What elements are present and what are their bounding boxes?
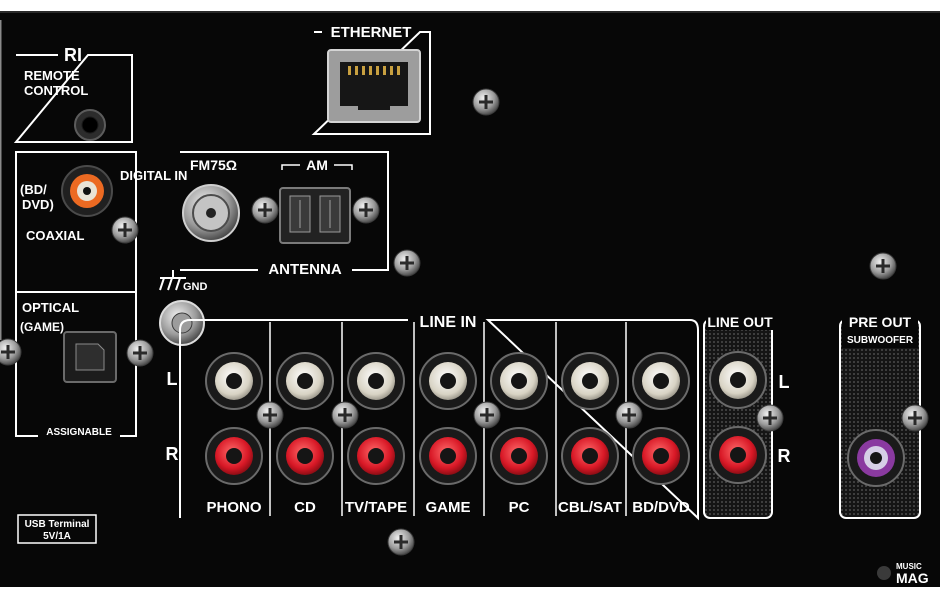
fm-label: FM75Ω — [190, 157, 237, 173]
svg-text:MAG: MAG — [896, 570, 929, 586]
screw — [251, 196, 279, 224]
line-out-section: LINE OUT L R — [703, 312, 791, 519]
screw — [473, 401, 501, 429]
line-in-cbl-sat-left-jack[interactable] — [561, 352, 619, 410]
screw — [901, 404, 929, 432]
remote-control-label-1: REMOTE — [24, 68, 80, 83]
am-antenna-terminal[interactable] — [279, 187, 351, 244]
screw — [126, 339, 154, 367]
screw — [111, 216, 139, 244]
coaxial-jack[interactable] — [61, 165, 113, 217]
screw — [393, 249, 421, 277]
antenna-section: FM75Ω AM ANTENNA — [180, 151, 389, 278]
line-in-cbl-sat-right-jack[interactable] — [561, 427, 619, 485]
line-in-input-label: BD/DVD — [632, 499, 690, 516]
ri-jack[interactable] — [74, 109, 106, 141]
bd-dvd-label-1: (BD/ — [20, 182, 47, 197]
subwoofer-label: SUBWOOFER — [847, 335, 914, 346]
antenna-label: ANTENNA — [268, 261, 341, 278]
pre-out-section: PRE OUT SUBWOOFER — [839, 312, 921, 519]
ethernet-section: ETHERNET — [311, 24, 431, 135]
am-label: AM — [306, 157, 328, 173]
screw — [387, 528, 415, 556]
line-in-tv-tape-right-jack[interactable] — [347, 427, 405, 485]
line-in-bd-dvd-left-jack[interactable] — [632, 352, 690, 410]
remote-control-label-2: CONTROL — [24, 83, 88, 98]
line-in-label: LINE IN — [420, 314, 477, 331]
assignable-label: ASSIGNABLE — [46, 427, 112, 438]
screws — [0, 88, 929, 556]
line-out-left-jack[interactable] — [709, 351, 767, 409]
line-in-right-label: R — [166, 444, 179, 464]
screw — [615, 401, 643, 429]
line-in-pc-left-jack[interactable] — [490, 352, 548, 410]
line-in-cd-right-jack[interactable] — [276, 427, 334, 485]
line-in-game-right-jack[interactable] — [419, 427, 477, 485]
line-in-left-label: L — [167, 369, 178, 389]
line-in-phono-right-jack[interactable] — [205, 427, 263, 485]
line-in-pc-right-jack[interactable] — [490, 427, 548, 485]
pre-out-label: PRE OUT — [849, 314, 912, 330]
digital-in-section: DIGITAL IN (BD/ DVD) COAXIAL OPTICAL (GA… — [15, 151, 187, 438]
screw — [472, 88, 500, 116]
chassis — [0, 12, 940, 587]
ri-remote-section: RI REMOTE CONTROL — [13, 45, 133, 143]
fm-antenna-jack[interactable] — [182, 184, 240, 242]
screw — [331, 401, 359, 429]
line-in-cd-left-jack[interactable] — [276, 352, 334, 410]
bd-dvd-label-2: DVD) — [22, 197, 54, 212]
screw — [756, 404, 784, 432]
line-in-input-label: CBL/SAT — [558, 499, 622, 516]
screw — [352, 196, 380, 224]
line-in-input-label: CD — [294, 499, 316, 516]
watermark-logo: MUSIC MAG — [877, 562, 929, 586]
line-in-game-left-jack[interactable] — [419, 352, 477, 410]
line-in-input-label: PC — [509, 499, 530, 516]
line-in-input-label: PHONO — [206, 499, 261, 516]
screw — [0, 338, 22, 366]
svg-text:MUSIC: MUSIC — [896, 562, 922, 571]
line-in-input-label: TV/TAPE — [345, 499, 407, 516]
ethernet-label: ETHERNET — [331, 24, 412, 41]
optical-label: OPTICAL — [22, 300, 79, 315]
line-in-phono-left-jack[interactable] — [205, 352, 263, 410]
coaxial-label: COAXIAL — [26, 228, 85, 243]
line-out-right-jack[interactable] — [709, 426, 767, 484]
game-paren-label: (GAME) — [20, 320, 64, 334]
svg-text:5V/1A: 5V/1A — [43, 531, 71, 542]
line-in-bd-dvd-right-jack[interactable] — [632, 427, 690, 485]
line-out-label: LINE OUT — [707, 314, 773, 330]
screw — [256, 401, 284, 429]
ri-logo: RI — [64, 45, 82, 65]
line-in-jacks — [205, 352, 690, 485]
line-out-right-label: R — [778, 446, 791, 466]
ethernet-port[interactable] — [327, 49, 421, 123]
usb-terminal-label: USB Terminal 5V/1A — [17, 514, 97, 544]
svg-text:USB Terminal: USB Terminal — [25, 519, 90, 530]
digital-in-label: DIGITAL IN — [120, 168, 187, 183]
line-out-left-label: L — [779, 372, 790, 392]
gnd-label: GND — [183, 281, 208, 293]
optical-port[interactable] — [63, 331, 117, 383]
line-in-input-names: PHONO CD TV/TAPE GAME PC CBL/SAT BD/DVD — [206, 499, 689, 516]
line-in-input-label: GAME — [426, 499, 471, 516]
line-in-tv-tape-left-jack[interactable] — [347, 352, 405, 410]
subwoofer-jack[interactable] — [847, 429, 905, 487]
screw — [869, 252, 897, 280]
